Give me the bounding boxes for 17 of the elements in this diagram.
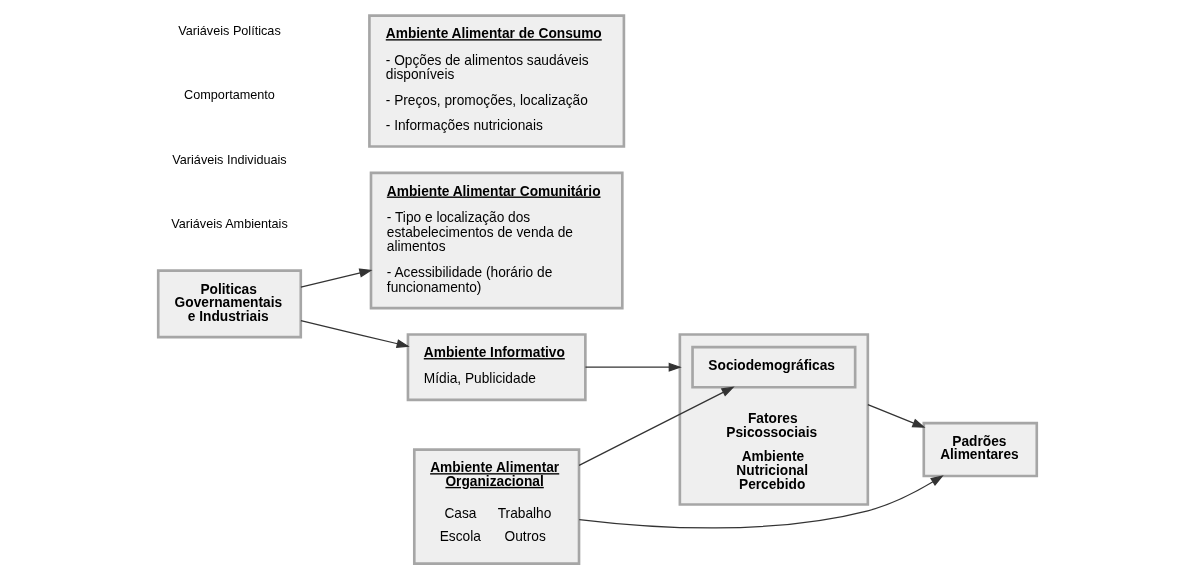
- node-box: Ambiente Alimentar de Consumo - Opções de alimentos saudáveis disponíveis - Preços, promoções, localização - Informações nutricionais: [368, 14, 626, 148]
- node-box: Ambiente Informativo Mídia, Publicidade: [406, 333, 587, 402]
- node-box: Sociodemográficas: [691, 345, 857, 389]
- label: Variáveis Individuais: [172, 152, 287, 167]
- label: Variáveis Ambientais: [171, 216, 288, 231]
- arrow: [300, 268, 373, 288]
- arrow: [867, 404, 926, 428]
- node-box: Politicas Governamentais e Industriais: [156, 269, 303, 339]
- node-box: Ambiente Alimentar Organizacional Casa Trabalho Escola Outros: [412, 448, 581, 565]
- arrow: [578, 475, 944, 529]
- label: Comportamento: [184, 88, 275, 103]
- label: Variáveis Políticas: [178, 23, 281, 38]
- arrow: [584, 362, 682, 372]
- arrow: [578, 386, 735, 466]
- arrow: [300, 320, 410, 349]
- node-box: Ambiente Alimentar Comunitário - Tipo e localização dos estabelecimentos de venda de alimentos - Acessibilidade (horário de funcionamento): [369, 171, 624, 310]
- node-box: Padrões Alimentares: [922, 421, 1039, 478]
